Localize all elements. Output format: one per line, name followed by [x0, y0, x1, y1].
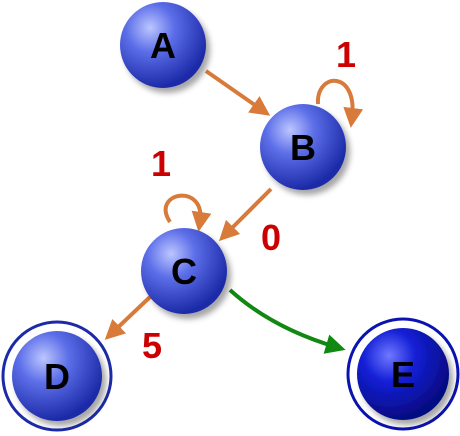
- edge-c-self-loop: [163, 193, 212, 232]
- node-b: B: [260, 104, 346, 190]
- node-c: C: [141, 228, 227, 314]
- node-c-label: C: [171, 251, 197, 292]
- edge-label-c-self: 1: [151, 143, 171, 184]
- edge-c-to-e: [228, 288, 346, 354]
- edge-b-self-loop: [315, 79, 364, 128]
- edge-a-to-b: [204, 69, 271, 116]
- node-d: D: [1, 320, 113, 432]
- node-e: E: [346, 317, 460, 431]
- edge-b-to-c: [218, 187, 273, 242]
- edge-c-to-d: [104, 295, 152, 340]
- edge-labels: 1 0 1 5: [142, 34, 356, 366]
- node-a: A: [120, 2, 206, 88]
- edge-label-c-to-d: 5: [142, 325, 162, 366]
- node-d-label: D: [44, 356, 70, 397]
- node-b-label: B: [290, 127, 316, 168]
- node-a-label: A: [150, 25, 176, 66]
- node-e-label: E: [391, 354, 415, 395]
- edge-label-b-to-c: 0: [261, 217, 281, 258]
- edges: [104, 69, 364, 354]
- edge-label-b-self: 1: [336, 34, 356, 75]
